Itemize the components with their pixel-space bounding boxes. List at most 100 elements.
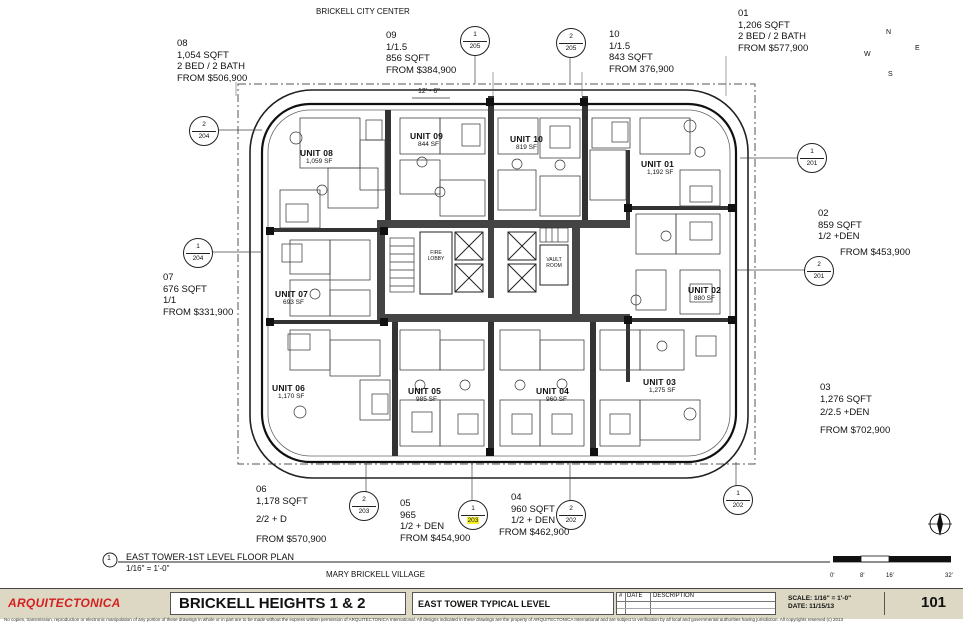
fire-lobby-label: FIRE LOBBY [423, 250, 449, 262]
section-mark-1-202[interactable]: 1 202 [723, 485, 753, 515]
south-street-label: MARY BRICKELL VILLAGE [326, 570, 426, 579]
callout-id: 07 [163, 272, 174, 283]
section-mark-2-203[interactable]: 2 203 [349, 491, 379, 521]
section-mark-2-201[interactable]: 2 201 [804, 256, 834, 286]
callout-beds: 2/2.5 +DEN [820, 407, 870, 418]
section-mark-sheet-highlighted: 203 [466, 517, 480, 524]
north-street-label: BRICKELL CITY CENTER [316, 7, 410, 16]
callout-beds: 1/2 +DEN [818, 231, 860, 242]
section-mark-sheet: 204 [192, 255, 204, 262]
unit-tag-05: UNIT 05 985 SF [408, 386, 441, 403]
section-mark-1-203[interactable]: 1 203 [458, 500, 488, 530]
callout-id: 06 [256, 484, 267, 495]
callout-price: FROM $384,900 [386, 64, 457, 76]
callout-price: FROM $454,900 [400, 532, 471, 544]
section-mark-sheet: 205 [565, 45, 577, 52]
callout-sqft: 1,178 SQFT [256, 495, 308, 507]
compass-east: E [915, 45, 920, 52]
section-mark-number: 1 [196, 243, 200, 250]
unit-area: 819 SF [516, 144, 537, 151]
section-mark-2-202[interactable]: 2 202 [556, 500, 586, 530]
compass-west: W [864, 51, 871, 58]
callout-sqft: 859 SQFT [818, 219, 862, 231]
project-name: BRICKELL HEIGHTS 1 & 2 [179, 595, 366, 612]
vault-room [539, 244, 569, 286]
callout-beds: 1/2 + DEN [511, 515, 556, 526]
section-mark-sheet: 204 [198, 133, 210, 140]
drawing-number-bubble [102, 552, 118, 568]
unit-tag-01: UNIT 01 1,192 SF [641, 159, 674, 176]
callout-price: FROM $570,900 [256, 533, 327, 545]
section-mark-sheet: 201 [813, 273, 825, 280]
unit-name: UNIT 07 [275, 289, 309, 299]
callout-06: 06 1,178 SQFT 2/2 + D FROM $570,900 [256, 484, 326, 545]
section-mark-number: 1 [736, 490, 740, 497]
unit-tag-06: UNIT 06 1,170 SF [272, 383, 305, 400]
unit-name: UNIT 09 [410, 131, 444, 141]
callout-id: 04 [511, 492, 522, 503]
section-mark-number: 2 [817, 261, 821, 268]
callout-sqft: 960 SQFT [511, 503, 555, 515]
callout-beds: 1/1 [163, 295, 177, 306]
section-mark-sheet: 205 [469, 43, 481, 50]
slab-edge-outer [249, 89, 749, 479]
scale-label-32: 32' [945, 573, 953, 579]
callout-id: 02 [818, 208, 829, 219]
copyright-disclaimer: No copies, transmission, reproduction or… [4, 617, 844, 622]
demising-walls [268, 96, 730, 456]
rev-header-num: # [619, 593, 623, 599]
section-mark-1-201[interactable]: 1 201 [797, 143, 827, 173]
furniture-beds [281, 119, 717, 435]
section-mark-number: 2 [362, 496, 366, 503]
section-mark-sheet: 202 [732, 502, 744, 509]
unit-name: UNIT 02 [688, 285, 722, 295]
callout-id: 03 [820, 382, 831, 393]
unit-name: UNIT 06 [272, 383, 306, 393]
callout-price: FROM $506,900 [177, 72, 248, 84]
furniture-tables [289, 119, 706, 421]
fire-lobby-room [419, 231, 453, 295]
section-mark-1-204[interactable]: 1 204 [183, 238, 213, 268]
section-mark-2-204[interactable]: 2 204 [189, 116, 219, 146]
unit-area: 960 SF [546, 396, 567, 403]
sheet-scale: SCALE: 1/16" = 1'-0" [788, 595, 852, 602]
section-mark-sheet: 203 [358, 508, 370, 515]
core-right-wall [572, 220, 580, 322]
dimension-label: 12' - 6" [418, 88, 440, 95]
section-mark-number: 2 [569, 33, 573, 40]
section-mark-number: 1 [810, 148, 814, 155]
callout-04: 04 960 SQFT 1/2 + DEN FROM $462,900 [499, 492, 569, 538]
section-mark-1-205[interactable]: 1 205 [460, 26, 490, 56]
sheet-title-box: EAST TOWER TYPICAL LEVEL [412, 592, 614, 615]
callout-beds: 2 BED / 2 BATH [738, 31, 806, 42]
unit-tag-08: UNIT 08 1,059 SF [300, 148, 333, 165]
unit-tag-09: UNIT 09 844 SF [410, 131, 443, 148]
callout-beds: 1/2 + DEN [400, 521, 445, 532]
scale-label-0: 0' [830, 573, 835, 579]
section-mark-sheet: 201 [806, 160, 818, 167]
scale-label-8: 8' [860, 573, 865, 579]
callout-sqft: 1,054 SQFT [177, 49, 229, 61]
callout-id: 09 [386, 30, 397, 41]
callout-03: 03 1,276 SQFT 2/2.5 +DEN FROM $702,900 [820, 382, 890, 436]
unit-area: 844 SF [418, 141, 439, 148]
unit-tag-07: UNIT 07 693 SF [275, 289, 308, 306]
callout-sqft: 965 [400, 509, 416, 521]
unit-name: UNIT 04 [536, 386, 570, 396]
unit-name: UNIT 05 [408, 386, 442, 396]
callout-sqft: 856 SQFT [386, 53, 430, 64]
fire-lobby-line-1: FIRE [430, 250, 442, 256]
section-mark-2-205[interactable]: 2 205 [556, 28, 586, 58]
unit-tag-03: UNIT 03 1,275 SF [643, 377, 676, 394]
compass-south: S [888, 71, 893, 78]
vault-room-line-2: ROOM [546, 263, 562, 269]
building-interior-line [267, 109, 731, 457]
unit-area: 985 SF [416, 396, 437, 403]
callout-id: 08 [177, 38, 188, 49]
revision-table: # DATE DESCRIPTION [616, 592, 776, 615]
rev-header-date: DATE [627, 593, 643, 599]
callout-leaders [235, 56, 727, 96]
project-box: BRICKELL HEIGHTS 1 & 2 [170, 592, 406, 615]
callout-beds: 1/1.5 [609, 40, 631, 52]
